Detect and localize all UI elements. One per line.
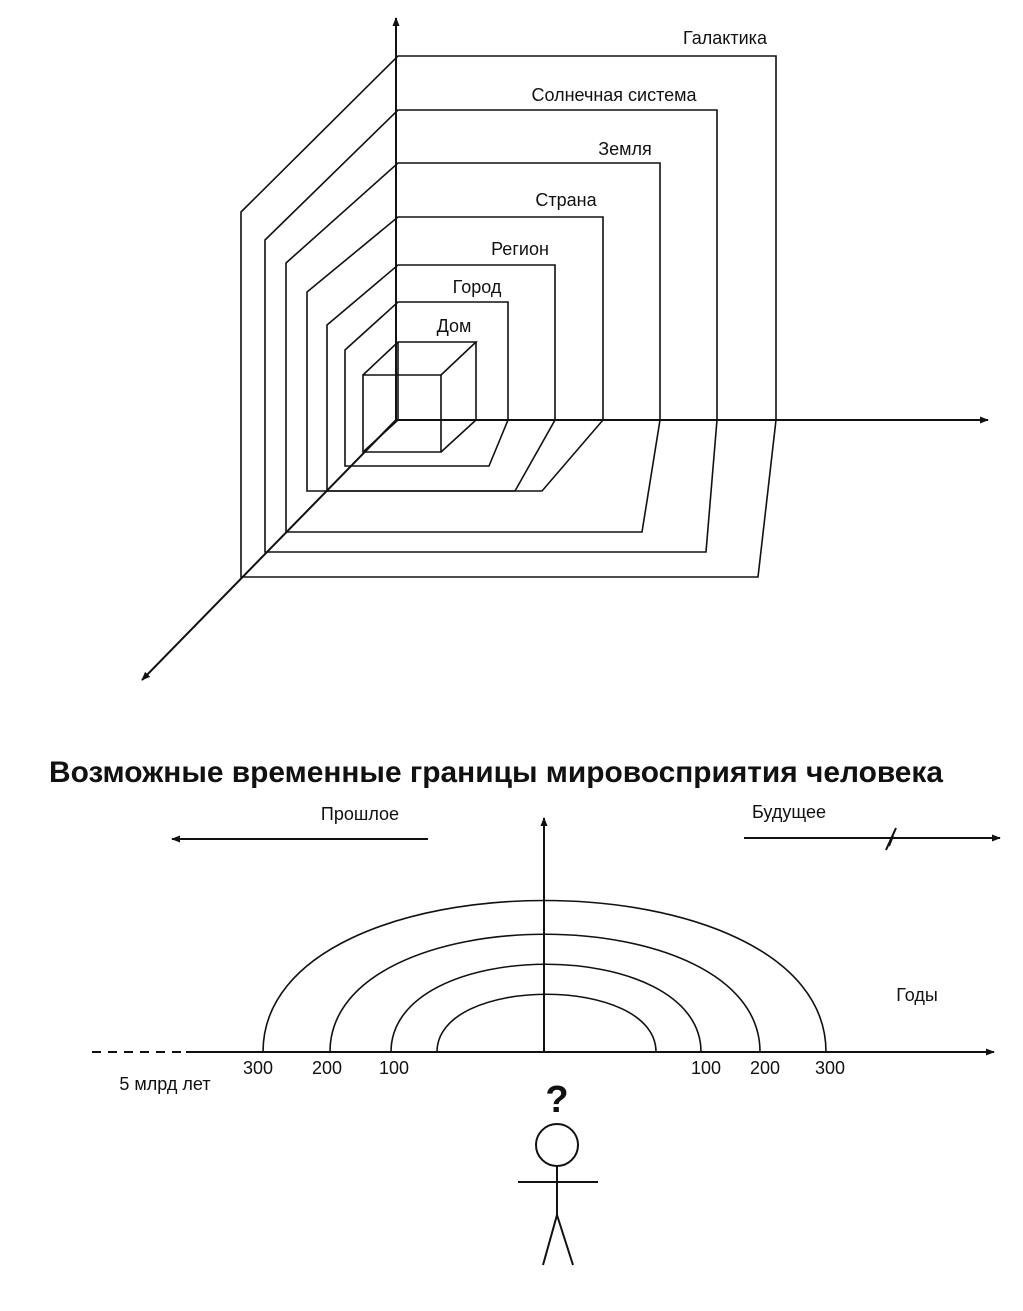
box-earth <box>285 162 661 533</box>
arc-100 <box>390 963 702 1053</box>
past-label: Прошлое <box>321 804 399 824</box>
house-cube <box>362 341 479 453</box>
label-solar-system: Солнечная система <box>531 85 697 105</box>
depth-axis <box>141 419 397 681</box>
space-diagram: Дом Город Регион Страна Земля Солнечная … <box>141 17 989 681</box>
far-past-label: 5 млрд лет <box>119 1074 210 1094</box>
box-country <box>306 216 604 492</box>
tick-left-200: 200 <box>312 1058 342 1078</box>
person-head <box>535 1123 579 1167</box>
label-house: Дом <box>437 316 472 336</box>
arc-300 <box>262 899 827 1053</box>
label-region: Регион <box>491 239 549 259</box>
box-galaxy <box>240 55 777 578</box>
tick-left-300: 300 <box>243 1058 273 1078</box>
arc-inner <box>436 993 657 1053</box>
label-galaxy: Галактика <box>683 28 768 48</box>
question-mark: ? <box>545 1079 568 1121</box>
tick-right-100: 100 <box>691 1058 721 1078</box>
time-diagram-title: Возможные временные границы мировосприят… <box>49 756 943 789</box>
axis-label-years: Годы <box>896 985 938 1005</box>
tick-right-200: 200 <box>750 1058 780 1078</box>
person-right-leg <box>556 1214 574 1266</box>
label-city: Город <box>453 277 502 297</box>
tick-left-100: 100 <box>379 1058 409 1078</box>
person-figure: ? <box>518 1079 598 1266</box>
tick-right-300: 300 <box>815 1058 845 1078</box>
box-solar-system <box>264 109 718 553</box>
person-left-leg <box>542 1214 558 1266</box>
future-tick-mark <box>885 827 897 851</box>
arc-200 <box>329 933 761 1053</box>
label-country: Страна <box>535 190 597 210</box>
future-label: Будущее <box>752 802 826 822</box>
label-earth: Земля <box>598 139 652 159</box>
time-diagram: Возможные временные границы мировосприят… <box>49 756 1001 1266</box>
box-city <box>344 301 509 467</box>
